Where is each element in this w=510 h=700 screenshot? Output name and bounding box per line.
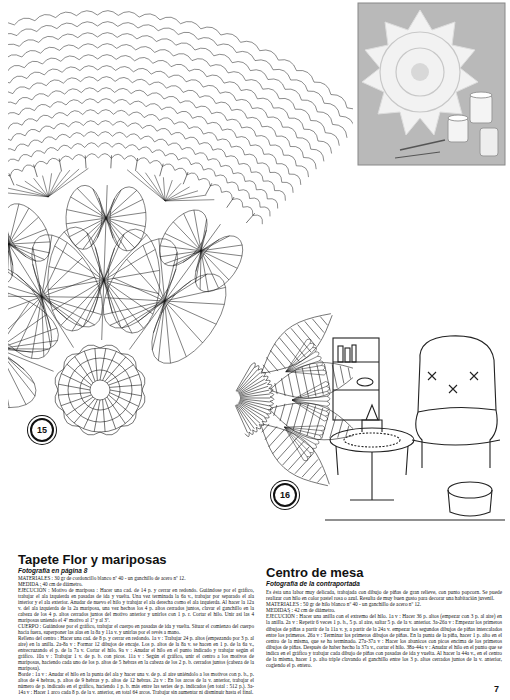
chart-stroke: [8, 168, 214, 285]
body-text: MEDIDAS : 42 cm de diámetro.: [266, 607, 502, 613]
chart-stroke: [103, 210, 242, 363]
text-column: Centro de mesaFotografía de la contrapor…: [266, 566, 502, 668]
callout-circle: 16: [273, 483, 297, 507]
body-text: MATERIALES : 50 gr de hilo blanco nº 40 …: [266, 601, 502, 607]
body-text: CUERPO : Guiándose por el gráfico, traba…: [18, 624, 254, 636]
callout-circle: 15: [30, 418, 54, 442]
callout-number: 15: [37, 425, 47, 435]
heading: Tapete Flor y mariposas: [18, 553, 254, 567]
body-text: Es ésta una labor muy delicada, trabajad…: [266, 589, 502, 601]
chart-stroke: [285, 339, 330, 461]
body-text: Borde : 1a v : Anudar el hilo en la punt…: [18, 672, 254, 696]
body-text: EJECUCIÓN : Motivo de mariposa : Hacer u…: [18, 588, 254, 624]
chart-stroke: [270, 403, 353, 440]
doily-photo: [358, 3, 505, 165]
body-text: EJECUCIÓN : Hacer una anilla con el extr…: [266, 613, 502, 668]
chart-stroke: [48, 185, 160, 340]
photo-note: Fotografía de la contraportada: [266, 580, 502, 588]
photo-note: Fotografía en página 8: [18, 567, 254, 575]
callout-number: 16: [280, 490, 290, 500]
page-number: 7: [494, 684, 499, 694]
text-column: Tapete Flor y mariposasFotografía en pág…: [18, 553, 254, 695]
chart-stroke: [55, 345, 145, 435]
heading: Centro de mesa: [266, 566, 502, 580]
chart-stroke: [262, 314, 332, 374]
chart-stroke: [271, 363, 353, 398]
crochet-chart: [8, 11, 353, 486]
body-text: Relleno del centro : Hacer una cad. de 8…: [18, 636, 254, 672]
